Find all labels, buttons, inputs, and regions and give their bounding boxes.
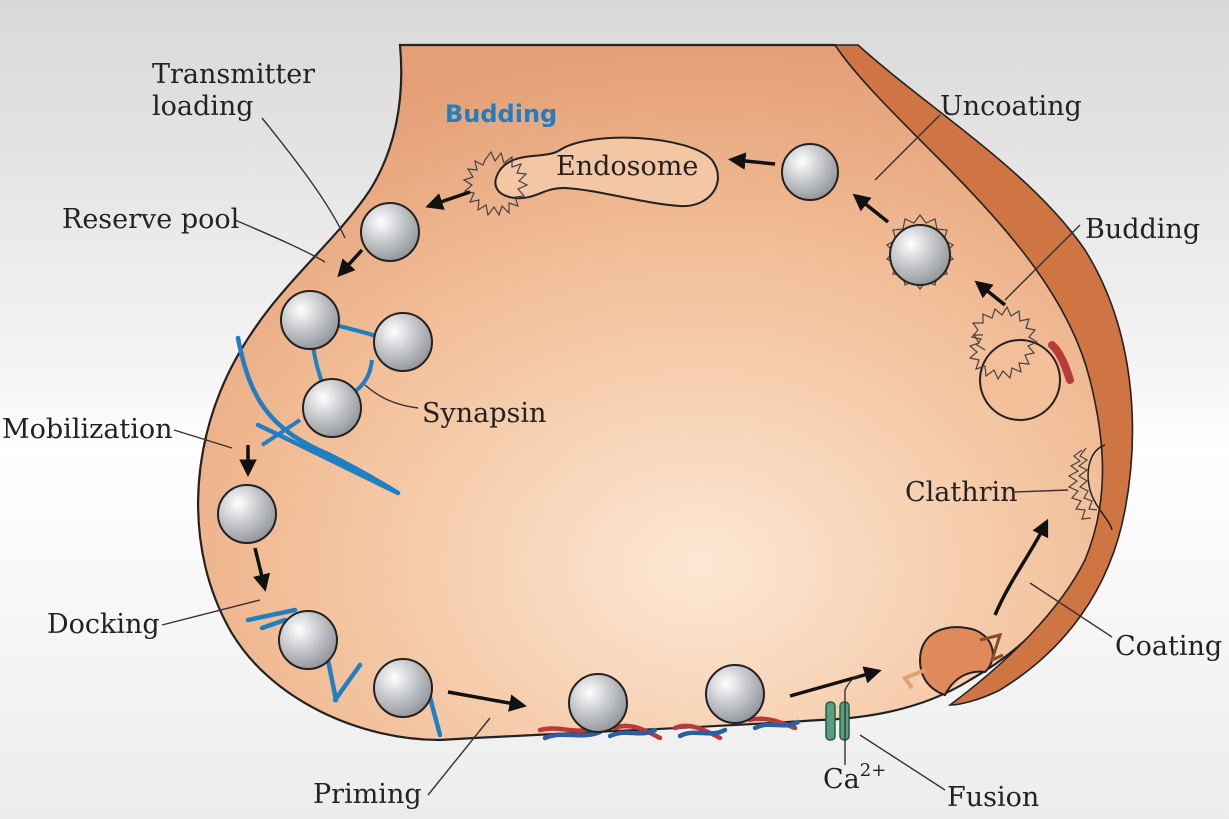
arrow-icon	[993, 518, 1049, 616]
vesicle-icon	[278, 610, 338, 670]
leader-lines	[161, 114, 1113, 796]
arrow-icon	[852, 193, 890, 224]
fusion-membrane-piece	[979, 632, 1004, 663]
label-clathrin: Clathrin	[905, 477, 1018, 508]
vesicle-icon	[373, 312, 433, 372]
vesicles	[217, 143, 951, 733]
endosome	[494, 136, 719, 208]
label-ca: Ca2+	[823, 760, 886, 795]
labels: Transmitter loading Budding Endosome Unc…	[2, 59, 1222, 813]
arrow-icon	[337, 248, 364, 278]
snare-complexes	[537, 716, 801, 741]
label-fusion: Fusion	[947, 782, 1039, 813]
vesicle-icon	[705, 664, 765, 724]
calcium-channel-icon	[825, 701, 850, 741]
cycle-arrows	[239, 152, 1049, 712]
vesicle-icon	[217, 484, 277, 544]
clathrin-coat-icon	[462, 150, 529, 217]
label-coating: Coating	[1115, 631, 1222, 662]
vesicle-icon	[280, 290, 340, 350]
label-transmitter-loading-2: loading	[152, 91, 254, 122]
vesicle-icon	[889, 224, 951, 286]
label-budding-right: Budding	[1085, 214, 1200, 245]
label-synapsin: Synapsin	[422, 398, 546, 429]
label-mobilization: Mobilization	[2, 414, 173, 445]
clathrin-coat-icon	[886, 214, 954, 290]
label-endosome: Endosome	[556, 151, 698, 182]
arrow-icon	[974, 280, 1007, 307]
dynamin-collar	[1048, 341, 1074, 384]
arrow-icon	[253, 547, 271, 592]
vesicle-icon	[568, 673, 628, 733]
arrow-icon	[447, 690, 527, 712]
arrow-icon	[728, 152, 776, 170]
label-reserve-pool: Reserve pool	[62, 204, 239, 235]
docking-filaments	[245, 607, 443, 738]
vesicle-icon	[360, 202, 420, 262]
arrow-icon	[789, 666, 882, 698]
vesicle-icon	[373, 658, 433, 718]
label-docking: Docking	[47, 609, 160, 640]
fusing-vesicle	[918, 626, 994, 697]
label-uncoating: Uncoating	[940, 91, 1082, 122]
clathrin-coat-icon	[968, 305, 1061, 421]
label-budding-top: Budding	[445, 100, 557, 128]
label-transmitter-loading-1: Transmitter	[152, 59, 315, 90]
clathrin-coat-icon	[1067, 447, 1098, 520]
label-ca-superscript: 2+	[860, 760, 887, 781]
coated-pit	[1087, 444, 1113, 531]
plasma-membrane-band	[833, 44, 1134, 706]
vesicle-icon	[781, 143, 839, 201]
label-priming: Priming	[313, 779, 422, 810]
arrow-icon	[425, 190, 471, 210]
vesicle-icon	[302, 378, 362, 438]
